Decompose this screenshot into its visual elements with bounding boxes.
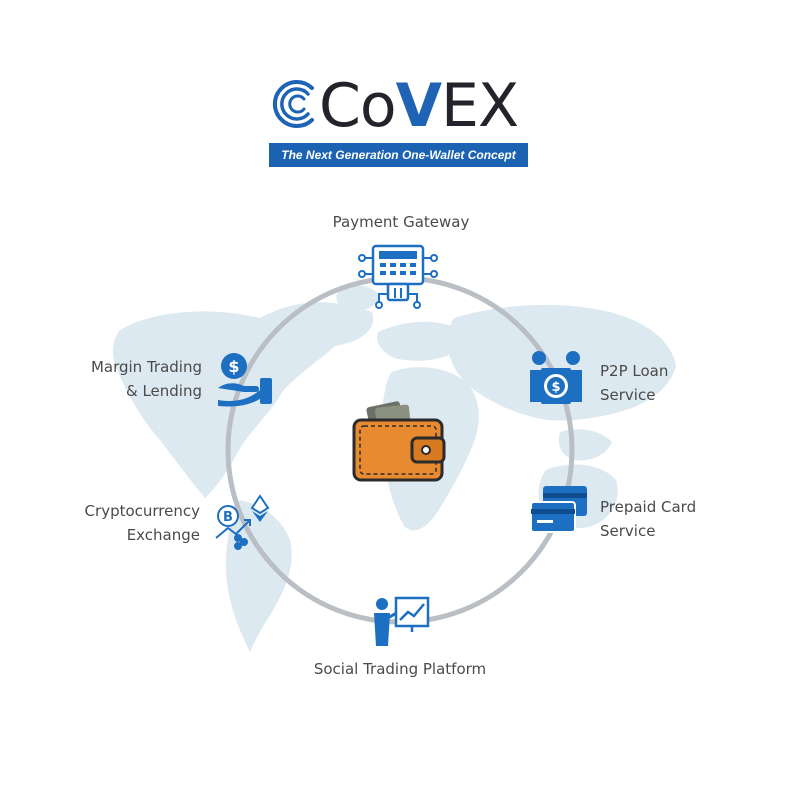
p2p-loan-icon: $: [530, 351, 582, 404]
service-label-line: Social Trading Platform: [313, 660, 487, 678]
service-label-line: Exchange: [126, 526, 200, 544]
service-label-line: Prepaid Card: [600, 498, 697, 516]
service-label-line: Service: [600, 386, 656, 404]
svg-text:B: B: [223, 510, 233, 525]
svg-text:$: $: [228, 357, 239, 376]
service-label-crypto-exchange: Cryptocurrency Exchange: [60, 499, 200, 547]
hand-coin-icon: $: [218, 353, 272, 407]
map-asia: [448, 304, 676, 421]
brand-name-suffix: EX: [441, 71, 519, 141]
service-label-prepaid-card: Prepaid Card Service: [600, 495, 696, 543]
brand-tagline: The Next Generation One-Wallet Concept: [269, 143, 528, 167]
service-label-line: Payment Gateway: [332, 213, 470, 231]
map-europe: [376, 321, 462, 361]
service-label-p2p-loan: P2P Loan Service: [600, 359, 668, 407]
svg-text:$: $: [551, 380, 560, 395]
service-label-line: Margin Trading: [90, 358, 202, 376]
wallet-icon: [352, 401, 446, 482]
map-greenland: [336, 285, 380, 312]
service-label-social-trading: Social Trading Platform: [302, 657, 498, 681]
credit-cards-icon: [530, 486, 587, 533]
map-south-america: [225, 500, 292, 652]
service-label-payment-gateway: Payment Gateway: [318, 210, 484, 234]
payment-terminal-icon: [358, 244, 438, 309]
brand-name-prefix: Co: [319, 71, 397, 141]
service-label-line: & Lending: [125, 382, 202, 400]
presentation-chart-icon: [374, 596, 430, 646]
service-label-line: P2P Loan: [600, 362, 669, 380]
service-label-line: Cryptocurrency: [84, 502, 200, 520]
service-label-line: Service: [600, 522, 656, 540]
brand-name-accent: V: [395, 71, 442, 141]
covex-logo-mark-icon: [272, 80, 314, 128]
brand-wordmark: CoVEX: [319, 71, 519, 141]
service-label-margin-trading: Margin Trading & Lending: [60, 355, 202, 403]
crypto-exchange-icon: B: [215, 494, 270, 550]
